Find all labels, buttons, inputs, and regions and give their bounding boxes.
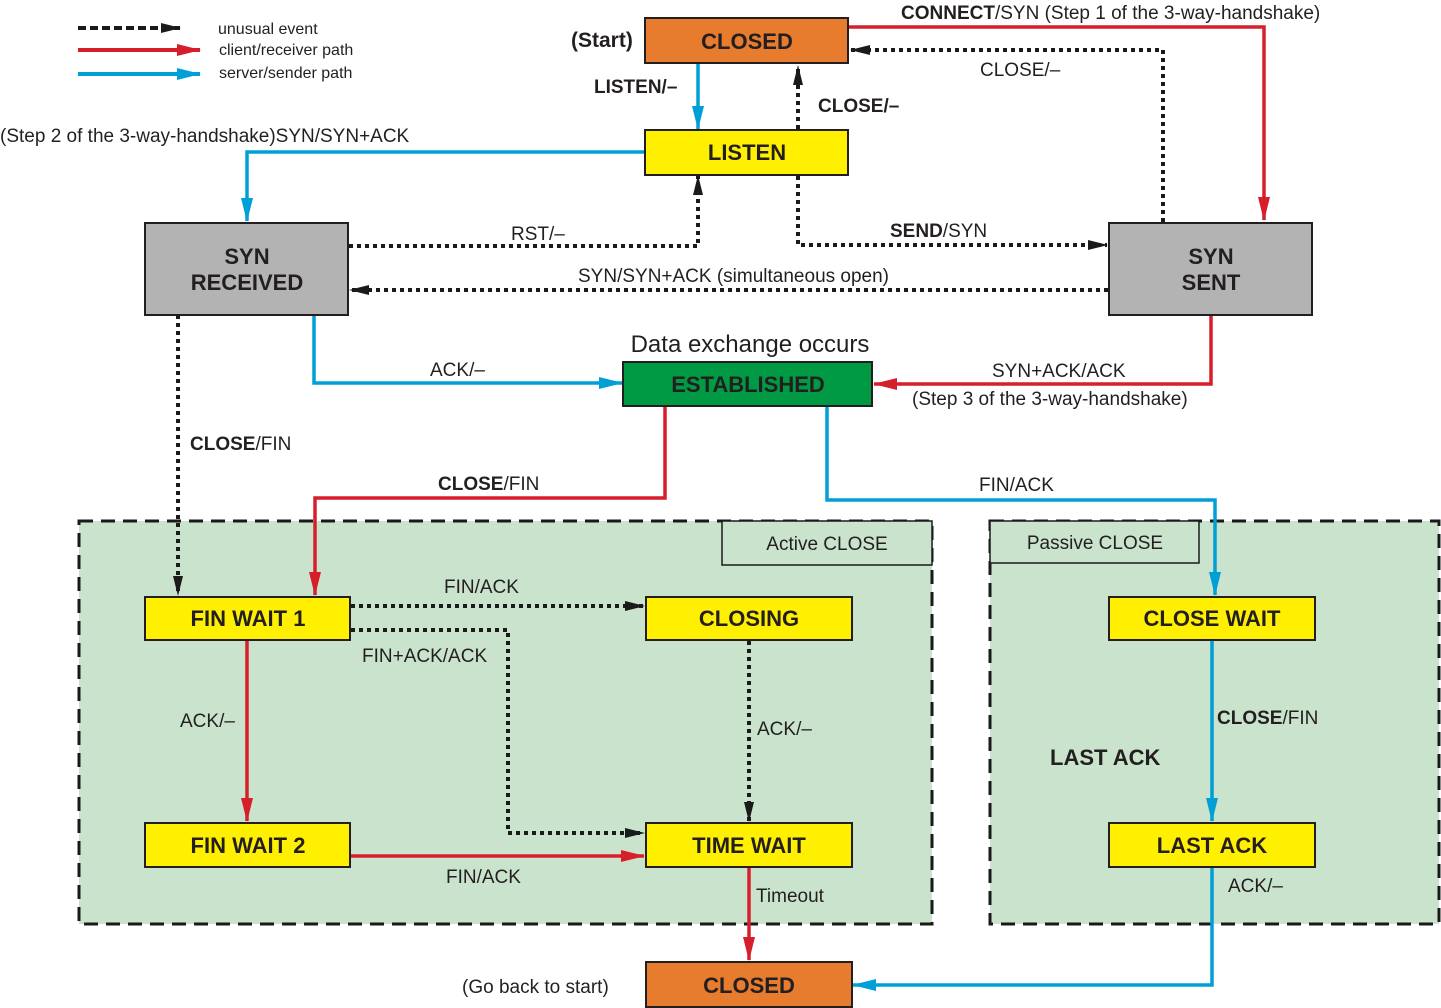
svg-text:CLOSING: CLOSING bbox=[699, 606, 799, 631]
label-finack-ack: FIN+ACK/ACK bbox=[362, 646, 487, 667]
legend-client-label: client/receiver path bbox=[219, 42, 353, 59]
state-syn-sent[interactable]: SYN SENT bbox=[1108, 222, 1313, 316]
svg-text:TIME WAIT: TIME WAIT bbox=[692, 833, 806, 858]
legend-unusual-label: unusual event bbox=[218, 21, 318, 38]
state-closing[interactable]: CLOSING bbox=[645, 596, 853, 641]
arrow-send-syn bbox=[796, 176, 1108, 250]
label-listen: LISTEN/– bbox=[594, 77, 677, 98]
arrow-ack-lastack bbox=[852, 868, 1214, 991]
svg-text:SYN: SYN bbox=[224, 244, 269, 269]
svg-text:LAST ACK: LAST ACK bbox=[1157, 833, 1268, 858]
arrow-ack-established bbox=[312, 315, 623, 389]
label-ack-closing: ACK/– bbox=[757, 719, 812, 740]
label-fin-ack-fw1: FIN/ACK bbox=[444, 577, 519, 598]
svg-text:CLOSE WAIT: CLOSE WAIT bbox=[1144, 606, 1281, 631]
state-time-wait[interactable]: TIME WAIT bbox=[645, 822, 853, 868]
state-last-ack[interactable]: LAST ACK bbox=[1108, 822, 1316, 868]
state-fin-wait-1[interactable]: FIN WAIT 1 bbox=[144, 596, 351, 641]
svg-text:SENT: SENT bbox=[1182, 270, 1241, 295]
label-send-syn: SEND/SYN bbox=[890, 221, 987, 242]
svg-text:SYN: SYN bbox=[1188, 244, 1233, 269]
svg-text:ESTABLISHED: ESTABLISHED bbox=[671, 372, 825, 397]
state-established[interactable]: ESTABLISHED bbox=[622, 361, 873, 407]
svg-text:FIN WAIT 1: FIN WAIT 1 bbox=[191, 606, 306, 631]
label-close-listen: CLOSE/– bbox=[818, 96, 899, 117]
label-timeout: Timeout bbox=[756, 886, 825, 907]
arrow-synack-ack bbox=[873, 315, 1213, 390]
state-syn-received[interactable]: SYN RECEIVED bbox=[144, 222, 349, 316]
active-close-label: Active CLOSE bbox=[766, 534, 887, 555]
legend-server-label: server/sender path bbox=[219, 65, 352, 82]
label-ack-lastack: ACK/– bbox=[1228, 876, 1283, 897]
label-ack-established: ACK/– bbox=[430, 360, 485, 381]
svg-text:LISTEN: LISTEN bbox=[708, 140, 786, 165]
label-close-synsent: CLOSE/– bbox=[980, 60, 1061, 81]
svg-text:RECEIVED: RECEIVED bbox=[191, 270, 303, 295]
label-close-fin-established: CLOSE/FIN bbox=[438, 474, 539, 495]
label-simultaneous-open: SYN/SYN+ACK (simultaneous open) bbox=[578, 266, 889, 287]
label-close-fin-closewait: CLOSE/FIN bbox=[1217, 708, 1318, 729]
svg-text:FIN WAIT 2: FIN WAIT 2 bbox=[191, 833, 306, 858]
arrow-connect-syn bbox=[849, 25, 1270, 221]
state-fin-wait-2[interactable]: FIN WAIT 2 bbox=[144, 822, 351, 868]
state-close-wait[interactable]: CLOSE WAIT bbox=[1108, 596, 1316, 641]
state-closed-top[interactable]: CLOSED bbox=[644, 17, 849, 64]
data-exchange-note: Data exchange occurs bbox=[631, 331, 870, 358]
last-ack-side-label: LAST ACK bbox=[1050, 745, 1161, 770]
label-close-fin-synrcvd: CLOSE/FIN bbox=[190, 434, 291, 455]
arrow-rst bbox=[349, 175, 703, 248]
arrow-syn-synack bbox=[241, 150, 644, 222]
label-fin-ack-established: FIN/ACK bbox=[979, 475, 1054, 496]
label-connect-syn: CONNECT/SYN (Step 1 of the 3-way-handsha… bbox=[901, 3, 1320, 24]
state-listen[interactable]: LISTEN bbox=[644, 129, 849, 176]
state-closed-bottom[interactable]: CLOSED bbox=[645, 961, 853, 1008]
label-syn-synack: (Step 2 of the 3-way-handshake)SYN/SYN+A… bbox=[0, 126, 410, 147]
label-ack-fw1: ACK/– bbox=[180, 711, 235, 732]
arrow-finack-ack bbox=[351, 628, 645, 838]
arrow-fin-ack-established bbox=[825, 407, 1221, 596]
label-synack-ack: SYN+ACK/ACK bbox=[992, 361, 1126, 382]
legend: unusual event client/receiver path serve… bbox=[78, 21, 353, 82]
svg-text:CLOSED: CLOSED bbox=[703, 973, 795, 998]
label-fin-ack-fw2: FIN/ACK bbox=[446, 867, 521, 888]
label-step3-note: (Step 3 of the 3-way-handshake) bbox=[912, 389, 1188, 410]
arrow-close-fin-established bbox=[309, 407, 667, 596]
passive-close-label: Passive CLOSE bbox=[1027, 533, 1163, 554]
start-note: (Start) bbox=[571, 29, 633, 52]
label-rst: RST/– bbox=[511, 224, 565, 245]
svg-text:CLOSED: CLOSED bbox=[701, 29, 793, 54]
arrow-close-synsent bbox=[850, 45, 1165, 222]
go-back-note: (Go back to start) bbox=[462, 977, 609, 998]
